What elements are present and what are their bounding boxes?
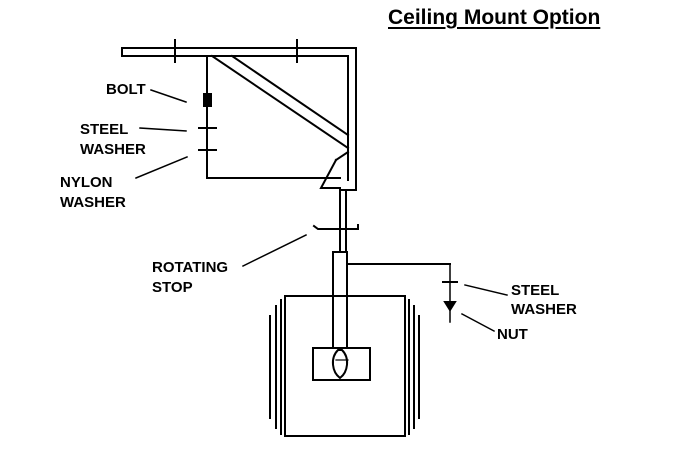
leader-lines [135, 89, 508, 333]
nylon-washer-label-line1: NYLON [60, 174, 113, 191]
nylon-washer-label-line2: WASHER [60, 194, 126, 211]
steel-washer-left-label-line2: WASHER [80, 141, 146, 158]
diagram-title: Ceiling Mount Option [388, 6, 601, 29]
nut-shape [443, 301, 457, 312]
left-hardware [198, 83, 217, 161]
steel-washer-right-label-line1: STEEL [511, 282, 560, 299]
fan-housing [269, 295, 420, 437]
bolt-label: BOLT [106, 81, 146, 98]
mount-plate [312, 347, 371, 381]
nut-label: NUT [497, 326, 528, 343]
bolt-head-shape [203, 93, 212, 107]
ceiling-bracket [121, 39, 357, 191]
rotating-stop-shape [312, 224, 359, 230]
steel-washer-left-label-line1: STEEL [80, 121, 129, 138]
rotating-stop-label-line2: STOP [152, 279, 193, 296]
rotating-stop-label-line1: ROTATING [152, 259, 229, 276]
hanger-rod [339, 189, 347, 253]
motor-hub [332, 349, 348, 380]
steel-washer-right-label-line2: WASHER [511, 301, 577, 318]
